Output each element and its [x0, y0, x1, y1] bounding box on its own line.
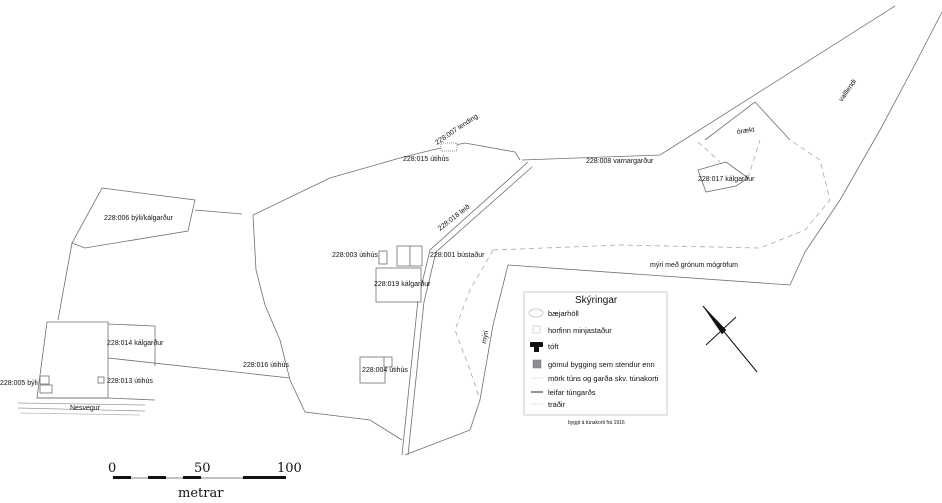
label-003: 228:003 útihús	[332, 252, 378, 259]
legend-item-4: mörk túns og garða skv. túnakorti	[548, 374, 659, 383]
legend-item-0: bæjarhóll	[548, 309, 579, 318]
label-016: 228:016 útihús	[243, 362, 289, 369]
site-001-box-b	[409, 245, 423, 267]
site-003-box	[378, 250, 388, 265]
label-019: 228:019 kálgarður	[374, 280, 431, 288]
north-arrow-icon	[702, 305, 758, 373]
legend-item-6: traðir	[548, 400, 566, 409]
site-001-box-a	[396, 245, 411, 267]
line-bottom-south	[37, 397, 156, 401]
legend-item-3: gömul bygging sem stendur enn	[548, 360, 655, 369]
label-006: 228:006 býli/kálgarður	[104, 214, 174, 222]
polygon-006	[71, 187, 196, 249]
dash-017	[697, 139, 761, 179]
label-017: 228:017 kálgarður	[698, 175, 755, 183]
legend-square-outline-symbol	[532, 325, 541, 334]
map-linework	[17, 5, 942, 456]
boundary-015-north	[252, 142, 521, 216]
line-006-east	[194, 209, 243, 215]
road-018-a	[401, 161, 529, 456]
line-016	[107, 357, 291, 379]
label-007: 228:007 lending	[434, 113, 479, 147]
legend-oval-symbol	[528, 308, 544, 318]
polygon-017	[697, 161, 749, 193]
line-006-west	[57, 242, 73, 321]
scale-unit: metrar	[178, 486, 224, 501]
legend-item-1: horfinn minjastaður	[548, 326, 612, 335]
scale-tick-100: 100	[277, 461, 302, 476]
line-014-east	[107, 323, 156, 366]
boundary-top-right	[521, 5, 896, 161]
legend-box	[523, 291, 668, 416]
dash-field-left	[454, 249, 494, 401]
site-005-box-b	[39, 384, 53, 394]
label-004: 228:004 útihús	[362, 367, 408, 374]
site-005-box	[39, 375, 50, 385]
label-myri-grona: mýri með grónum mógröfum	[650, 261, 738, 269]
site-015-ruin	[440, 142, 458, 152]
dash-field-top	[492, 139, 831, 251]
site-labels: 228:006 býli/kálgarður 228:007 lending 2…	[0, 78, 858, 412]
label-005: 228:005 býli	[0, 380, 38, 387]
label-myri: mýri	[481, 330, 490, 345]
legend-note: byggt á túnakorti frá 1916	[568, 420, 625, 426]
label-008: 228:008 varnargarður	[586, 157, 654, 165]
legend-square-filled-symbol	[532, 359, 542, 369]
site-004-box	[359, 356, 386, 384]
scale-tick-0: 0	[108, 461, 116, 476]
dashed-boundaries	[454, 139, 831, 401]
label-nesvegur: Nesvegur	[70, 405, 101, 412]
legend-ruin-icon	[530, 342, 543, 352]
legend-item-2: tóft	[548, 342, 559, 351]
label-013: 228:013 útihús	[107, 378, 153, 385]
label-oraekt: órækt	[736, 127, 755, 136]
scale-tick-50: 50	[194, 461, 211, 476]
road-nesvegur-a	[17, 402, 146, 406]
site-004-box-b	[383, 356, 393, 368]
boundary-right	[789, 11, 942, 286]
road-nesvegur-b	[17, 407, 146, 412]
road-018-b	[407, 166, 533, 456]
line-oraekt	[704, 101, 791, 141]
site-features	[39, 142, 458, 394]
boundary-west	[252, 214, 403, 441]
label-vallendi: valllendi	[838, 78, 858, 103]
legend: Skýringar bæjarhóll horfinn minjastaður …	[523, 291, 668, 426]
label-001: 228:001 bústaður	[430, 251, 485, 259]
label-014: 228:014 kálgarður	[107, 339, 164, 347]
site-013-box	[97, 376, 105, 384]
road-nesvegur-c	[19, 412, 141, 416]
legend-title: Skýringar	[575, 295, 618, 306]
label-015: 228:015 útihús	[403, 156, 449, 163]
legend-item-5: leifar túngarðs	[548, 388, 596, 397]
site-019-box	[375, 267, 422, 303]
scale-bar: 0 50 100 metrar	[108, 461, 302, 501]
field-bottom-edge	[507, 264, 791, 286]
